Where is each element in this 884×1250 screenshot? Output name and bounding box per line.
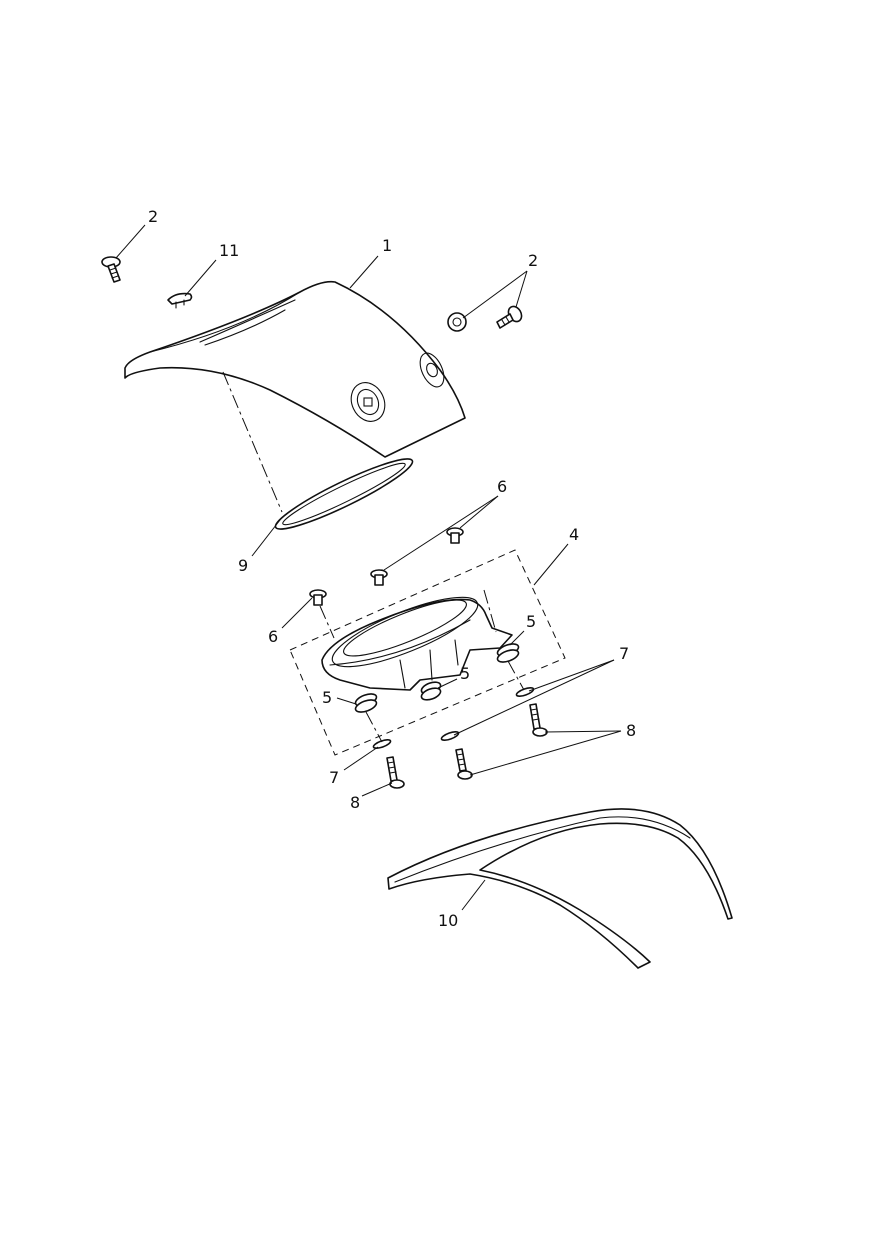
callout-5-left: 5 xyxy=(322,688,332,707)
callout-6-left: 6 xyxy=(268,627,278,646)
callout-2-right: 2 xyxy=(528,251,538,270)
callout-6-top: 6 xyxy=(497,477,507,496)
callout-5-right: 5 xyxy=(526,612,536,631)
alignment-line-bracket xyxy=(483,589,497,633)
part-11-clip[interactable] xyxy=(167,292,193,309)
alignment-line-cowl xyxy=(222,371,283,513)
callout-11: 11 xyxy=(219,241,239,260)
callout-4: 4 xyxy=(569,525,579,544)
part-8-bolt-center[interactable] xyxy=(455,748,473,780)
callout-2-left: 2 xyxy=(148,207,158,226)
part-6-mount-left[interactable] xyxy=(309,589,327,606)
callout-7-right: 7 xyxy=(619,644,629,663)
part-5-grommet-center[interactable] xyxy=(420,680,442,702)
callout-10: 10 xyxy=(438,911,458,930)
part-10-trim[interactable] xyxy=(387,808,733,969)
part-6-mount-center[interactable] xyxy=(370,569,388,586)
callout-8-left: 8 xyxy=(350,793,360,812)
part-2-screw-right[interactable] xyxy=(496,304,524,329)
part-5-grommet-left[interactable] xyxy=(354,692,378,715)
part-7-washer-center[interactable] xyxy=(440,730,460,742)
callout-8-right: 8 xyxy=(626,721,636,740)
part-9-seal[interactable] xyxy=(270,450,417,538)
callout-7-left: 7 xyxy=(329,768,339,787)
leader-lines xyxy=(115,224,622,911)
part-2-screw-left[interactable] xyxy=(101,256,121,283)
callout-5-center: 5 xyxy=(460,664,470,683)
part-4-instrument[interactable] xyxy=(321,584,513,691)
alignment-line-mount-left xyxy=(319,605,335,639)
alignment-line-grommet-left xyxy=(365,711,383,743)
part-6-mount-right[interactable] xyxy=(446,527,464,544)
part-4-boundary xyxy=(289,549,566,756)
part-7-washer-left[interactable] xyxy=(372,738,392,750)
part-1-cowl[interactable] xyxy=(124,280,466,458)
callout-1: 1 xyxy=(382,236,392,255)
part-7-washer-right[interactable] xyxy=(515,686,535,698)
callout-9: 9 xyxy=(238,556,248,575)
part-2-bush-right[interactable] xyxy=(447,312,467,332)
part-8-bolt-left[interactable] xyxy=(386,756,405,789)
part-8-bolt-right[interactable] xyxy=(529,703,548,737)
alignment-line-grommet-right xyxy=(507,660,525,691)
part-5-grommet-right[interactable] xyxy=(496,642,520,665)
